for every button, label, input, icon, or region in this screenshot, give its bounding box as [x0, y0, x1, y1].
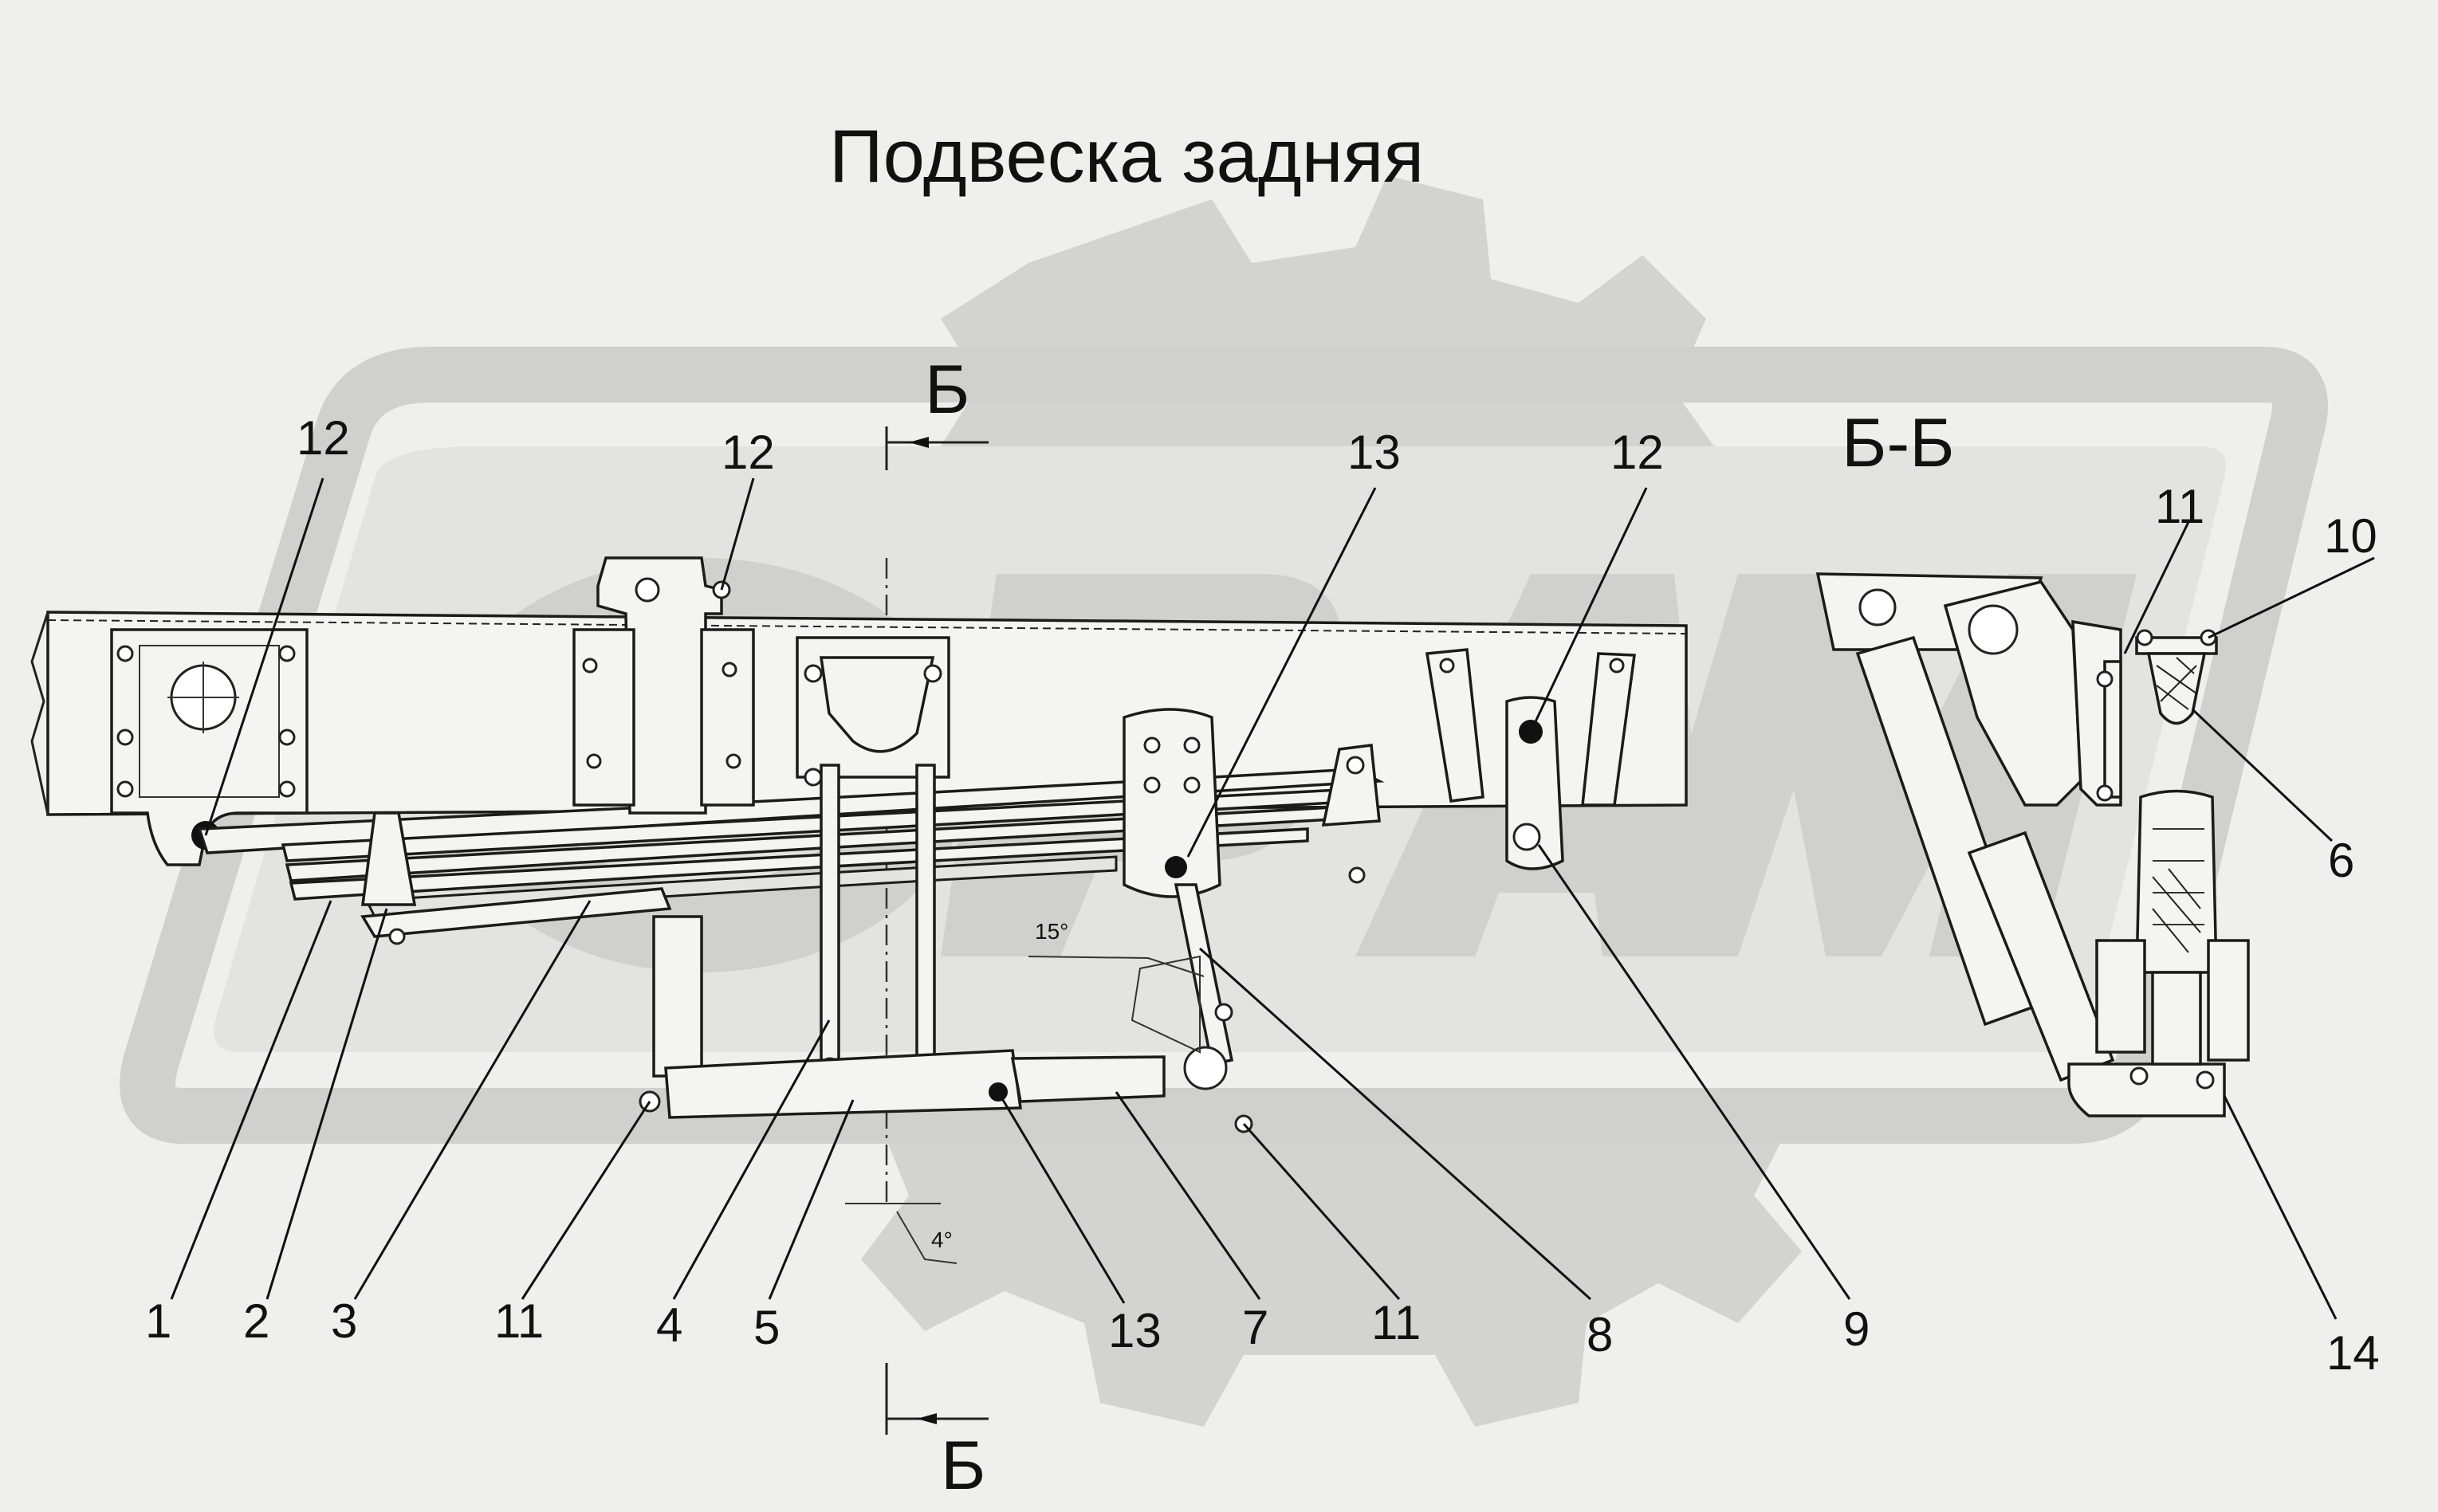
callout-11-bottom-b: 11 — [1371, 1296, 1421, 1349]
callout-12-middle: 12 — [722, 426, 775, 479]
middle-bracket — [572, 556, 755, 815]
leader-lines — [170, 477, 2375, 1320]
callout-4: 4 — [656, 1298, 682, 1352]
callouts-top: 12 12 13 12 11 10 — [297, 411, 2377, 563]
callouts-bottom: 1 2 3 11 4 5 13 7 11 8 9 — [145, 1294, 1870, 1361]
callout-7: 7 — [1242, 1301, 1268, 1354]
section-mark-top: Б — [885, 351, 989, 470]
diagram-title: Подвеска задняя — [829, 114, 1424, 198]
callout-11-bottom-a: 11 — [494, 1294, 544, 1348]
callout-5: 5 — [753, 1301, 780, 1354]
callout-6: 6 — [2328, 834, 2354, 887]
front-spring-bracket — [110, 628, 309, 866]
callout-12-front: 12 — [297, 411, 350, 465]
callout-10: 10 — [2324, 509, 2377, 563]
callout-13-bottom: 13 — [1108, 1304, 1162, 1357]
callout-12-rear: 12 — [1610, 426, 1664, 479]
callout-13-top: 13 — [1347, 426, 1401, 479]
shock-absorber — [2067, 789, 2250, 1117]
callout-14: 14 — [2326, 1326, 2380, 1380]
callout-8: 8 — [1587, 1308, 1613, 1361]
watermark-frame — [120, 347, 2328, 1144]
axle-housing — [639, 915, 1166, 1119]
section-view-bb — [1815, 572, 2250, 1117]
callout-2: 2 — [243, 1294, 269, 1348]
watermark-gear-icon — [941, 175, 1714, 446]
section-view-label: Б-Б — [1842, 405, 1955, 481]
shackle-pin-bottom — [1512, 823, 1541, 851]
spring-pad — [360, 811, 672, 945]
rear-small-bracket — [1321, 744, 1381, 884]
section-letter-top: Б — [925, 351, 969, 428]
section-mark-bottom: Б — [885, 1363, 989, 1504]
callout-11-top: 11 — [2155, 480, 2204, 533]
callout-3: 3 — [331, 1294, 357, 1348]
section-letter-bottom: Б — [941, 1428, 985, 1504]
u-bolt-saddle — [796, 636, 950, 1079]
callout-1: 1 — [145, 1294, 171, 1348]
callout-9: 9 — [1843, 1302, 1870, 1356]
angle-15-mark: 15° — [1028, 919, 1205, 977]
callouts-right: 6 14 — [2326, 834, 2380, 1380]
watermark-gear-bottom-icon — [861, 1116, 1802, 1427]
bump-stop — [2135, 629, 2218, 725]
angle-4-mark: 4° — [845, 1203, 958, 1264]
rear-shackle — [1425, 648, 1636, 870]
angle-15-label: 15° — [1035, 919, 1068, 944]
angle-4-label: 4° — [931, 1227, 953, 1252]
